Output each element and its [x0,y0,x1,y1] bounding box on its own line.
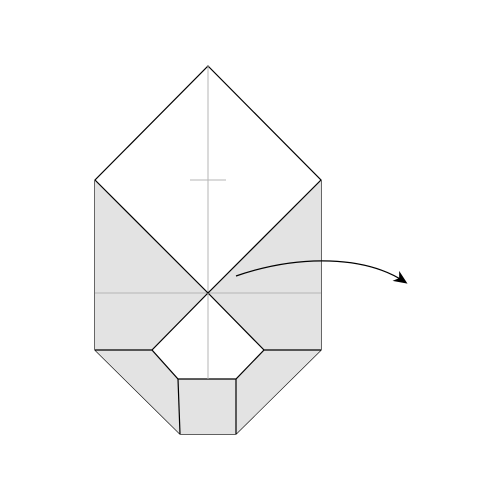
shaded-bottom-left [95,350,180,434]
fold-over-arrow [235,260,408,284]
right-diagonal-fold-edge [207,179,322,294]
left-diagonal-fold-edge [94,179,209,294]
bottom-square-left-edge [177,378,181,435]
shaded-bottom-right [236,350,321,434]
shaded-bottom-square [178,379,236,434]
shaded-right-flap [208,180,321,350]
shaded-left-flap [95,180,208,350]
